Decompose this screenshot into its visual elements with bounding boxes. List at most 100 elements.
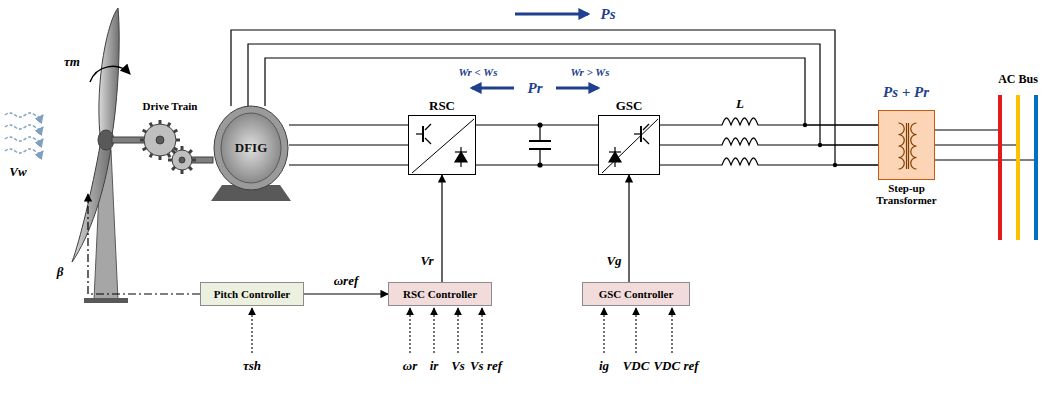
torque-arrow — [90, 66, 130, 82]
signal-label: Wr < Ws — [459, 66, 498, 78]
wind-lines — [5, 149, 43, 153]
connector-line — [476, 164, 598, 165]
input-signal-arrows — [433, 308, 434, 353]
drive-train — [172, 150, 192, 170]
drive-train — [112, 137, 148, 143]
turbine-tower — [84, 298, 128, 303]
grid-connection — [935, 129, 1000, 130]
power-wire — [476, 125, 598, 165]
generator-machine — [221, 113, 281, 183]
grid-connection — [935, 144, 1018, 145]
igbt-symbol — [599, 116, 661, 176]
connector-line — [248, 44, 878, 145]
drive-train — [140, 120, 196, 174]
connector-line — [660, 118, 878, 125]
connector-line — [660, 138, 878, 145]
symbol-strokes — [602, 119, 658, 173]
signal-label: β — [57, 265, 64, 279]
drive-train — [179, 157, 185, 163]
power-flow-arrows — [515, 13, 588, 16]
node-label: GSC — [616, 99, 643, 113]
signal-label: VDC — [623, 359, 650, 373]
signal-label: ir — [430, 359, 439, 373]
transformer-box: Step-up Transformer — [878, 110, 935, 180]
connector-line — [265, 58, 878, 125]
ac-bus-bars — [1000, 95, 1036, 240]
wind-lines — [5, 113, 43, 117]
converter-box: RSC — [408, 115, 476, 175]
pitch-command-line — [88, 194, 200, 294]
signal-label: Vs ref — [470, 359, 502, 373]
input-signal-arrows — [481, 308, 482, 353]
transformer-symbol — [879, 111, 936, 181]
connector-line — [441, 175, 442, 282]
node-label: DFIG — [235, 141, 268, 155]
connector-line — [289, 124, 408, 125]
connector-line — [231, 30, 878, 165]
generator-body: DFIG — [213, 106, 289, 190]
signal-label: VDC ref — [653, 359, 698, 373]
signal-label: ωref — [333, 274, 360, 288]
junction-dot — [818, 143, 822, 147]
controller-box: RSC Controller — [388, 282, 492, 306]
signal-label: Vg — [605, 253, 622, 267]
wind-lines — [5, 113, 43, 153]
controller-box: GSC Controller — [582, 282, 690, 306]
connector-line — [660, 158, 878, 165]
power-flow-arrows — [556, 87, 598, 90]
grid-connection — [935, 130, 1036, 160]
signal-label: L — [736, 97, 744, 111]
input-signal-arrows — [457, 308, 458, 353]
node-label: RSC — [429, 99, 455, 113]
ac-bus-bars — [1034, 95, 1038, 240]
connector-line — [628, 175, 629, 282]
junction-dot — [803, 123, 807, 127]
input-signal-arrows — [671, 308, 672, 353]
signal-label: Vw — [9, 165, 26, 179]
input-signal-arrows — [409, 308, 410, 353]
ac-bus-bars — [998, 95, 1002, 240]
signal-label: AC Bus — [998, 73, 1038, 86]
turbine-blades — [99, 8, 119, 135]
input-signal-arrows — [252, 308, 672, 353]
control-signal-arrow — [304, 294, 388, 295]
connector-line — [289, 144, 408, 145]
drive-train — [112, 120, 213, 174]
wind-lines — [5, 137, 43, 141]
dc-link-capacitor — [529, 140, 551, 142]
symbol-strokes — [899, 123, 917, 169]
node-label: Step-up Transformer — [865, 182, 949, 206]
turbine-blades — [72, 8, 119, 262]
generator-machine — [211, 106, 291, 201]
torque-arrow — [90, 66, 130, 82]
power-wire — [289, 125, 408, 165]
igbt-symbol — [409, 116, 477, 176]
signal-label: Vr — [419, 253, 434, 267]
dc-link-capacitor — [529, 123, 551, 167]
input-signal-arrows — [251, 308, 252, 353]
wind-lines — [5, 125, 43, 129]
signal-label: Wr > Ws — [571, 66, 610, 78]
input-signal-arrows — [603, 308, 604, 353]
signal-label: Drive Train — [143, 100, 198, 112]
generator-machine — [214, 106, 288, 190]
converter-box: GSC — [598, 115, 660, 175]
node-label: RSC Controller — [403, 288, 477, 300]
ac-bus-bars — [1016, 95, 1020, 240]
drive-train — [144, 124, 176, 156]
control-signal-arrow — [442, 175, 443, 282]
symbol-strokes — [412, 119, 474, 173]
turbine-blades — [72, 146, 111, 262]
power-wire — [231, 30, 878, 167]
node-label: Pitch Controller — [214, 288, 290, 300]
control-signal-arrow — [629, 175, 630, 282]
signal-label: Ps — [601, 6, 616, 23]
signal-label: τsh — [243, 359, 261, 373]
signal-label: Vs — [451, 359, 465, 373]
signal-label: Pr — [528, 80, 543, 97]
signal-label: ig — [599, 359, 609, 373]
connector-line — [289, 164, 408, 165]
pitch-command-line — [88, 194, 200, 294]
node-label: GSC Controller — [599, 288, 674, 300]
junction-dot — [833, 163, 837, 167]
